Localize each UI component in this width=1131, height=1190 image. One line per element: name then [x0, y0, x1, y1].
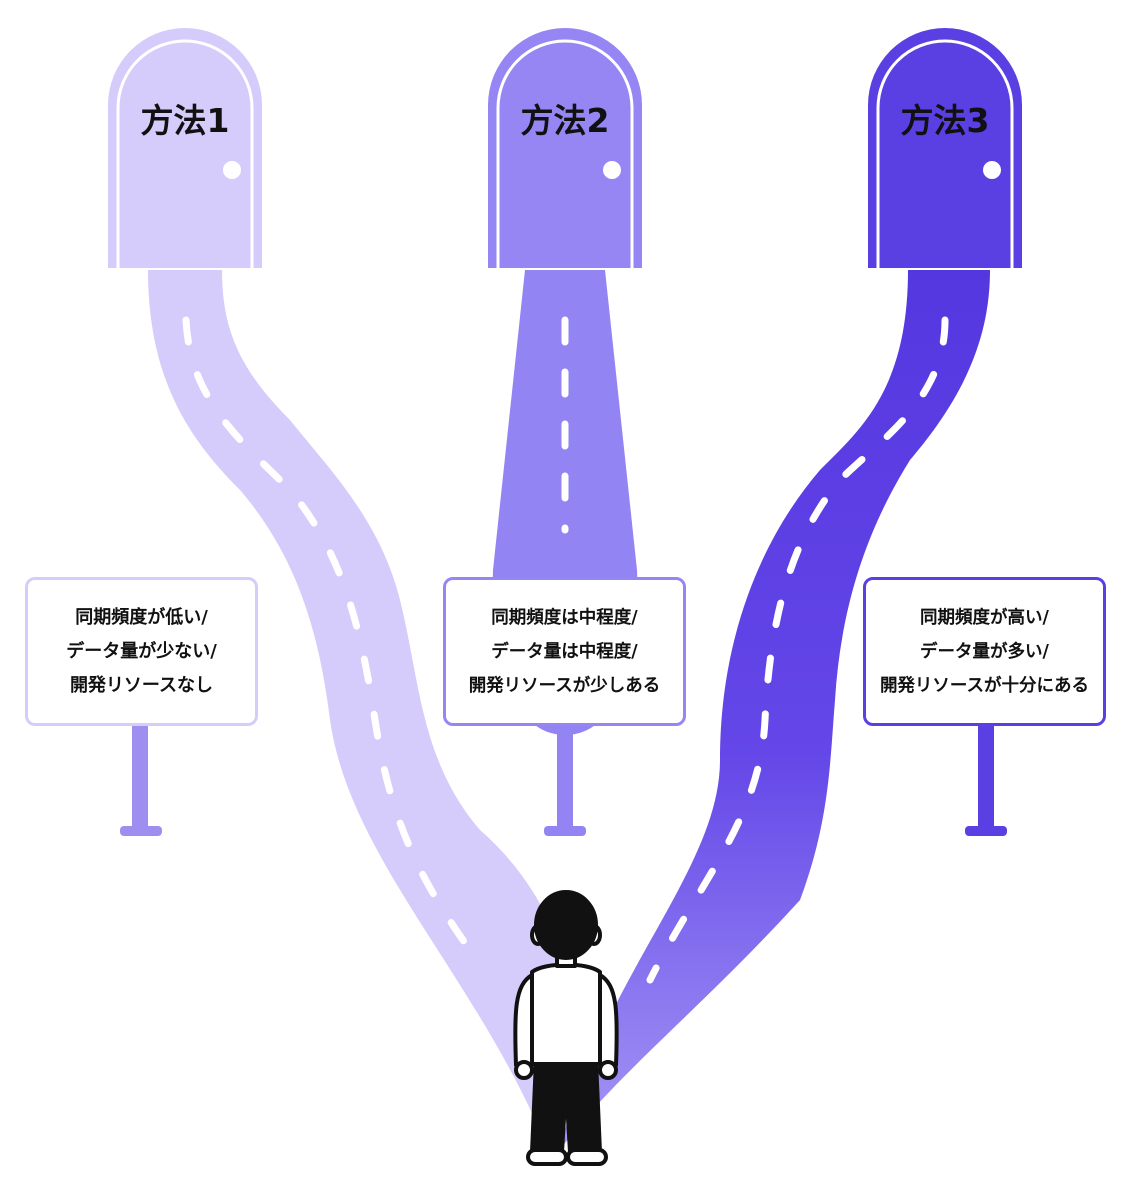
signpost-method-2 [544, 725, 586, 836]
signboard-method-3: 同期頻度が高い/ データ量が多い/ 開発リソースが十分にある [863, 577, 1106, 726]
signboard-method-2: 同期頻度は中程度/ データ量は中程度/ 開発リソースが少しある [443, 577, 686, 726]
person-shirt [530, 962, 602, 1066]
sign-3-line-1: 同期頻度が高い/ [920, 607, 1049, 628]
door-knob-icon [983, 161, 1001, 179]
door-label-method-3: 方法3 [901, 101, 990, 140]
person-icon [513, 890, 619, 1166]
signboard-method-1: 同期頻度が低い/ データ量が少ない/ 開発リソースなし [25, 577, 258, 726]
person-shoe-left [526, 1148, 568, 1166]
sign-2-line-1: 同期頻度は中程度/ [491, 607, 638, 628]
road-3-lane-dashes [646, 316, 949, 984]
sign-2-line-2: データ量は中程度/ [491, 641, 638, 662]
door-icon [108, 28, 262, 268]
signpost-method-3 [965, 725, 1007, 836]
door-knob-icon [223, 161, 241, 179]
road-method-3 [560, 270, 990, 1150]
door-icon [868, 28, 1022, 268]
sign-3-line-2: データ量が多い/ [920, 641, 1049, 662]
door-label-method-1: 方法1 [141, 101, 230, 140]
sign-1-line-2: データ量が少ない/ [66, 640, 217, 662]
door-label-method-2: 方法2 [521, 101, 610, 140]
door-method-1: 方法1 [108, 28, 262, 268]
signpost-method-1 [120, 725, 162, 836]
sign-1-line-1: 同期頻度が低い/ [75, 606, 208, 628]
person-head [534, 890, 598, 960]
sign-3-line-3: 開発リソースが十分にある [879, 675, 1090, 696]
person-shoe-right [566, 1148, 608, 1166]
door-icon [488, 28, 642, 268]
road-method-1 [148, 270, 572, 1150]
sign-1-line-3: 開発リソースなし [69, 674, 214, 696]
door-method-2: 方法2 [488, 28, 642, 268]
door-method-3: 方法3 [868, 28, 1022, 268]
door-knob-icon [603, 161, 621, 179]
sign-2-line-3: 開発リソースが少しある [468, 675, 661, 696]
